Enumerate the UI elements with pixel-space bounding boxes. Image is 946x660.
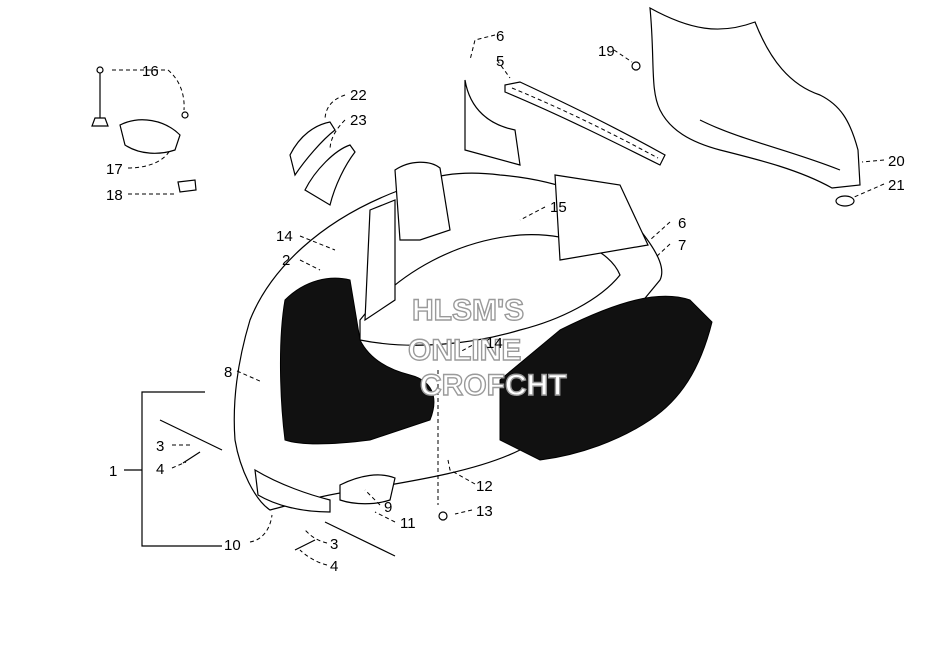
callout-20: 20 [888,153,905,170]
callout-2: 2 [282,252,290,269]
callout-8: 8 [224,364,232,381]
callout-19: 19 [598,43,615,60]
callout-21: 21 [888,177,905,194]
callout-5: 5 [496,53,504,70]
callout-10: 10 [224,537,241,554]
callout-22: 22 [350,87,367,104]
callout-14a: 14 [276,228,293,245]
callout-4b: 4 [330,558,338,575]
callout-9: 9 [384,499,392,516]
callout-23: 23 [350,112,367,129]
side-panel [464,79,649,261]
callout-1: 1 [109,463,117,480]
leader-lines [112,34,885,566]
callout-6a: 6 [496,28,504,45]
callout-16: 16 [142,63,159,80]
callout-11: 11 [400,515,416,532]
watermark-line-3: CROFCHT [420,369,567,402]
callout-labels: 1 2 3 3 4 4 5 6 6 7 8 9 10 11 12 13 14 1… [106,28,905,575]
callout-14b: 14 [486,335,503,352]
fasteners [159,61,855,557]
callout-17: 17 [106,161,123,178]
callout-6b: 6 [678,215,686,232]
decal-22-23 [289,121,356,206]
callout-3b: 3 [330,536,338,553]
callout-7: 7 [678,237,686,254]
windshield [649,6,861,189]
hood-body [233,161,713,513]
callout-3a: 3 [156,438,164,455]
watermark-line-2: ONLINE [408,334,521,367]
callout-4a: 4 [156,461,164,478]
callout-15: 15 [550,199,567,216]
shock-assembly [91,66,197,193]
watermark-line-1: HLSM'S [412,294,524,327]
watermark: HLSM'S ONLINE CROFCHT [407,293,567,402]
callout-13: 13 [476,503,493,520]
windshield-trim [504,81,666,166]
callout-12: 12 [476,478,493,495]
callout-18: 18 [106,187,123,204]
